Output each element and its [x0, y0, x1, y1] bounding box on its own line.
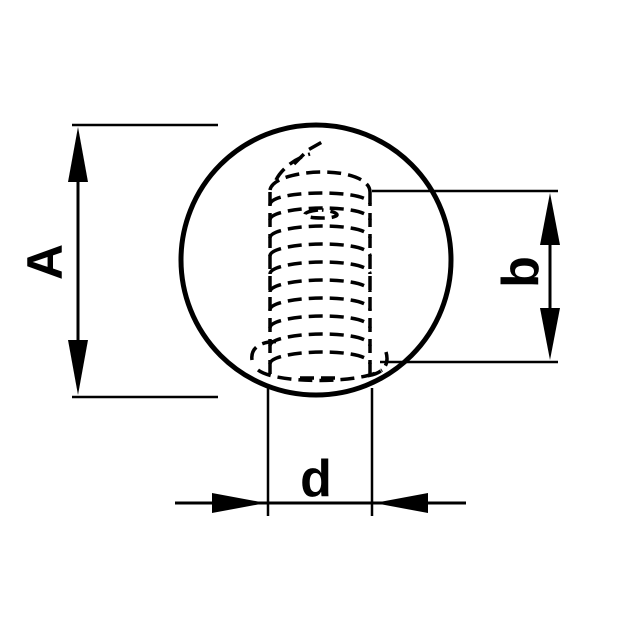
arrowhead-b-top: [540, 193, 560, 245]
dimension-a: A: [17, 123, 218, 399]
arrowhead-a-bottom: [68, 340, 88, 395]
arrowhead-d-left: [212, 493, 266, 513]
label-d: d: [300, 450, 332, 508]
thread-insert-hidden: [250, 140, 389, 383]
arrowhead-b-bottom: [540, 308, 560, 360]
label-a: A: [17, 244, 73, 280]
dimension-d: d: [175, 388, 466, 516]
arrowhead-d-right: [374, 493, 428, 513]
label-b: b: [492, 256, 550, 288]
dimension-b: b: [372, 189, 560, 364]
ball-outline: [178, 122, 454, 398]
arrowhead-a-top: [68, 127, 88, 182]
